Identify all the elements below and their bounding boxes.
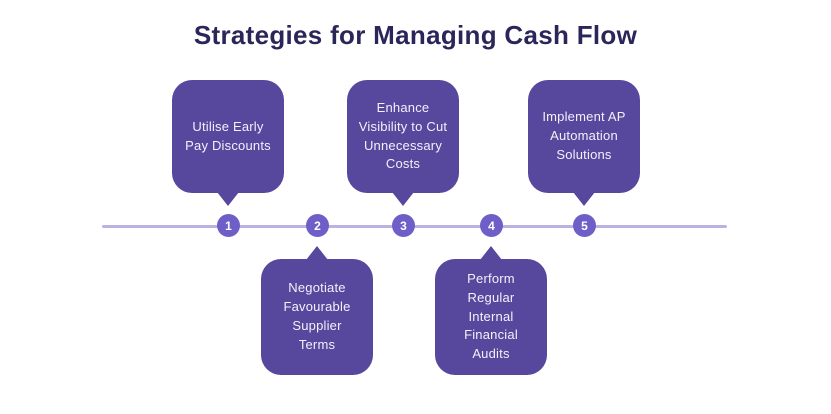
strategy-bubble-1: Utilise Early Pay Discounts — [172, 80, 284, 206]
bubble-tail-up-icon — [306, 246, 328, 260]
timeline-marker-2: 2 — [306, 214, 329, 237]
bubble-tail-up-icon — [480, 246, 502, 260]
strategy-bubble-4: Perform Regular Internal Financial Audit… — [435, 246, 547, 375]
strategy-bubble-2: Negotiate Favourable Supplier Terms — [261, 246, 373, 375]
timeline-marker-5: 5 — [573, 214, 596, 237]
timeline-marker-4: 4 — [480, 214, 503, 237]
timeline-marker-1: 1 — [217, 214, 240, 237]
strategy-bubble-3: Enhance Visibility to Cut Unnecessary Co… — [347, 80, 459, 206]
timeline-marker-3: 3 — [392, 214, 415, 237]
bubble-tail-down-icon — [392, 192, 414, 206]
strategy-label-2: Negotiate Favourable Supplier Terms — [283, 280, 351, 352]
bubble-tail-down-icon — [217, 192, 239, 206]
strategy-label-4: Perform Regular Internal Financial Audit… — [464, 270, 518, 362]
strategy-label-5: Implement AP Automation Solutions — [542, 109, 626, 162]
strategy-label-1: Utilise Early Pay Discounts — [185, 118, 271, 153]
strategy-label-3: Enhance Visibility to Cut Unnecessary Co… — [358, 99, 448, 172]
strategy-bubble-5: Implement AP Automation Solutions — [528, 80, 640, 206]
page-title: Strategies for Managing Cash Flow — [193, 20, 638, 50]
bubble-tail-down-icon — [573, 192, 595, 206]
